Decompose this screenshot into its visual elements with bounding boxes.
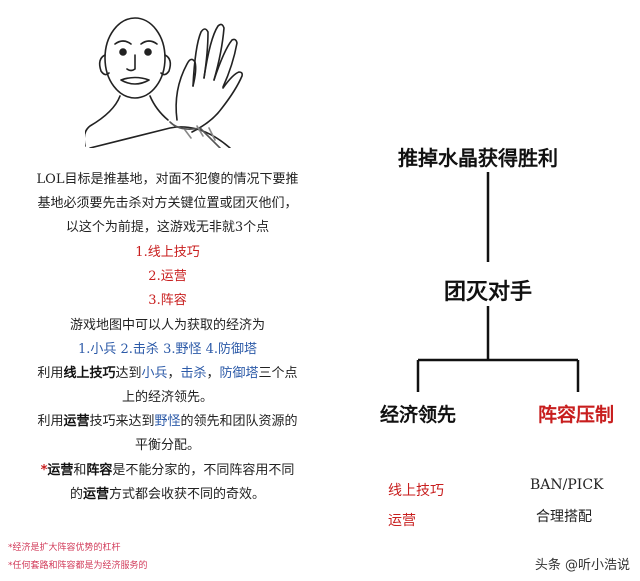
macro-t3: 技巧来达到: [89, 414, 155, 429]
comp-line-b: 的运营方式都会收获不同的奇效。: [0, 487, 335, 503]
point-2: 2.运营: [148, 269, 187, 284]
note-2: *任何套路和阵容都是为经济服务的: [8, 561, 148, 571]
macro-t2: 运营: [63, 414, 90, 429]
comp-t4: 阵容: [86, 463, 113, 478]
leaf-ban-pick: BAN/PICK: [530, 477, 604, 493]
lane-skill-t2: 线上技巧: [63, 366, 116, 381]
lane-skill-t1: 利用: [37, 366, 64, 381]
comp-t5: 是不能分家的，不同阵容用不同: [112, 463, 295, 478]
lane-skill-t7: ，: [206, 366, 220, 381]
intro-line-3: 以这个为前提，这游戏无非就3个点: [65, 220, 270, 235]
macro-line-b: 平衡分配。: [134, 438, 200, 453]
macro-t5: 的领先和团队资源的: [180, 414, 298, 429]
lane-skill-t3: 达到: [115, 366, 142, 381]
economy-item-4: 4.防御塔: [205, 342, 258, 357]
tree-connectors: [416, 172, 580, 392]
comp-t2: 运营: [47, 463, 74, 478]
comp-b-t1: 的: [69, 487, 83, 502]
economy-item-3: 3.野怪: [163, 342, 202, 357]
lane-skill-t9: 三个点: [258, 366, 298, 381]
tree-mid: 团灭对手: [444, 280, 533, 305]
point-1: 1.线上技巧: [135, 245, 200, 260]
comp-t3: 和: [73, 463, 87, 478]
economy-items: 1.小兵 2.击杀 3.野怪 4.防御塔: [0, 342, 335, 358]
lane-skill-t5: ，: [167, 366, 181, 381]
leaf-macro: 运营: [388, 513, 416, 529]
macro-t4: 野怪: [154, 414, 181, 429]
comp-b-t2: 运营: [82, 487, 109, 502]
intro-line-1: LOL目标是推基地，对面不犯傻的情况下要推: [36, 172, 299, 187]
tree-branch-left: 经济领先: [380, 404, 457, 426]
tree-root: 推掉水晶获得胜利: [398, 146, 558, 170]
macro-line: 利用运营技巧来达到野怪的领先和团队资源的: [0, 414, 335, 430]
economy-intro: 游戏地图中可以人为获取的经济为: [69, 318, 265, 333]
economy-item-2: 2.击杀: [120, 342, 159, 357]
note-1: *经济是扩大阵容优势的杠杆: [8, 543, 121, 553]
macro-t1: 利用: [37, 414, 64, 429]
lane-skill-line-b: 上的经济领先。: [121, 390, 213, 405]
leaf-reasonable-comp: 合理搭配: [536, 509, 592, 525]
lane-skill-t4: 小兵: [141, 366, 168, 381]
comp-t1: *: [40, 463, 48, 478]
leaf-lane-skill: 线上技巧: [388, 483, 444, 499]
lane-skill-t8: 防御塔: [219, 366, 259, 381]
point-3: 3.阵容: [148, 293, 187, 308]
lane-skill-t6: 击杀: [180, 366, 207, 381]
goal-tree-diagram: 推掉水晶获得胜利 团灭对手 经济领先 阵容压制 线上技巧 运营 BAN/PICK…: [340, 0, 640, 581]
lane-skill-line: 利用线上技巧达到小兵，击杀，防御塔三个点: [0, 366, 335, 382]
comp-line: *运营和阵容是不能分家的，不同阵容用不同: [0, 463, 335, 479]
tree-branch-right: 阵容压制: [538, 404, 615, 426]
economy-item-1: 1.小兵: [77, 342, 117, 357]
comp-b-t3: 方式都会收获不同的奇效。: [109, 487, 266, 502]
meme-illustration: [85, 17, 243, 148]
watermark: 头条 @听小浩说: [534, 558, 630, 573]
intro-line-2: 基地必须要先击杀对方关键位置或团灭他们，: [37, 196, 298, 211]
